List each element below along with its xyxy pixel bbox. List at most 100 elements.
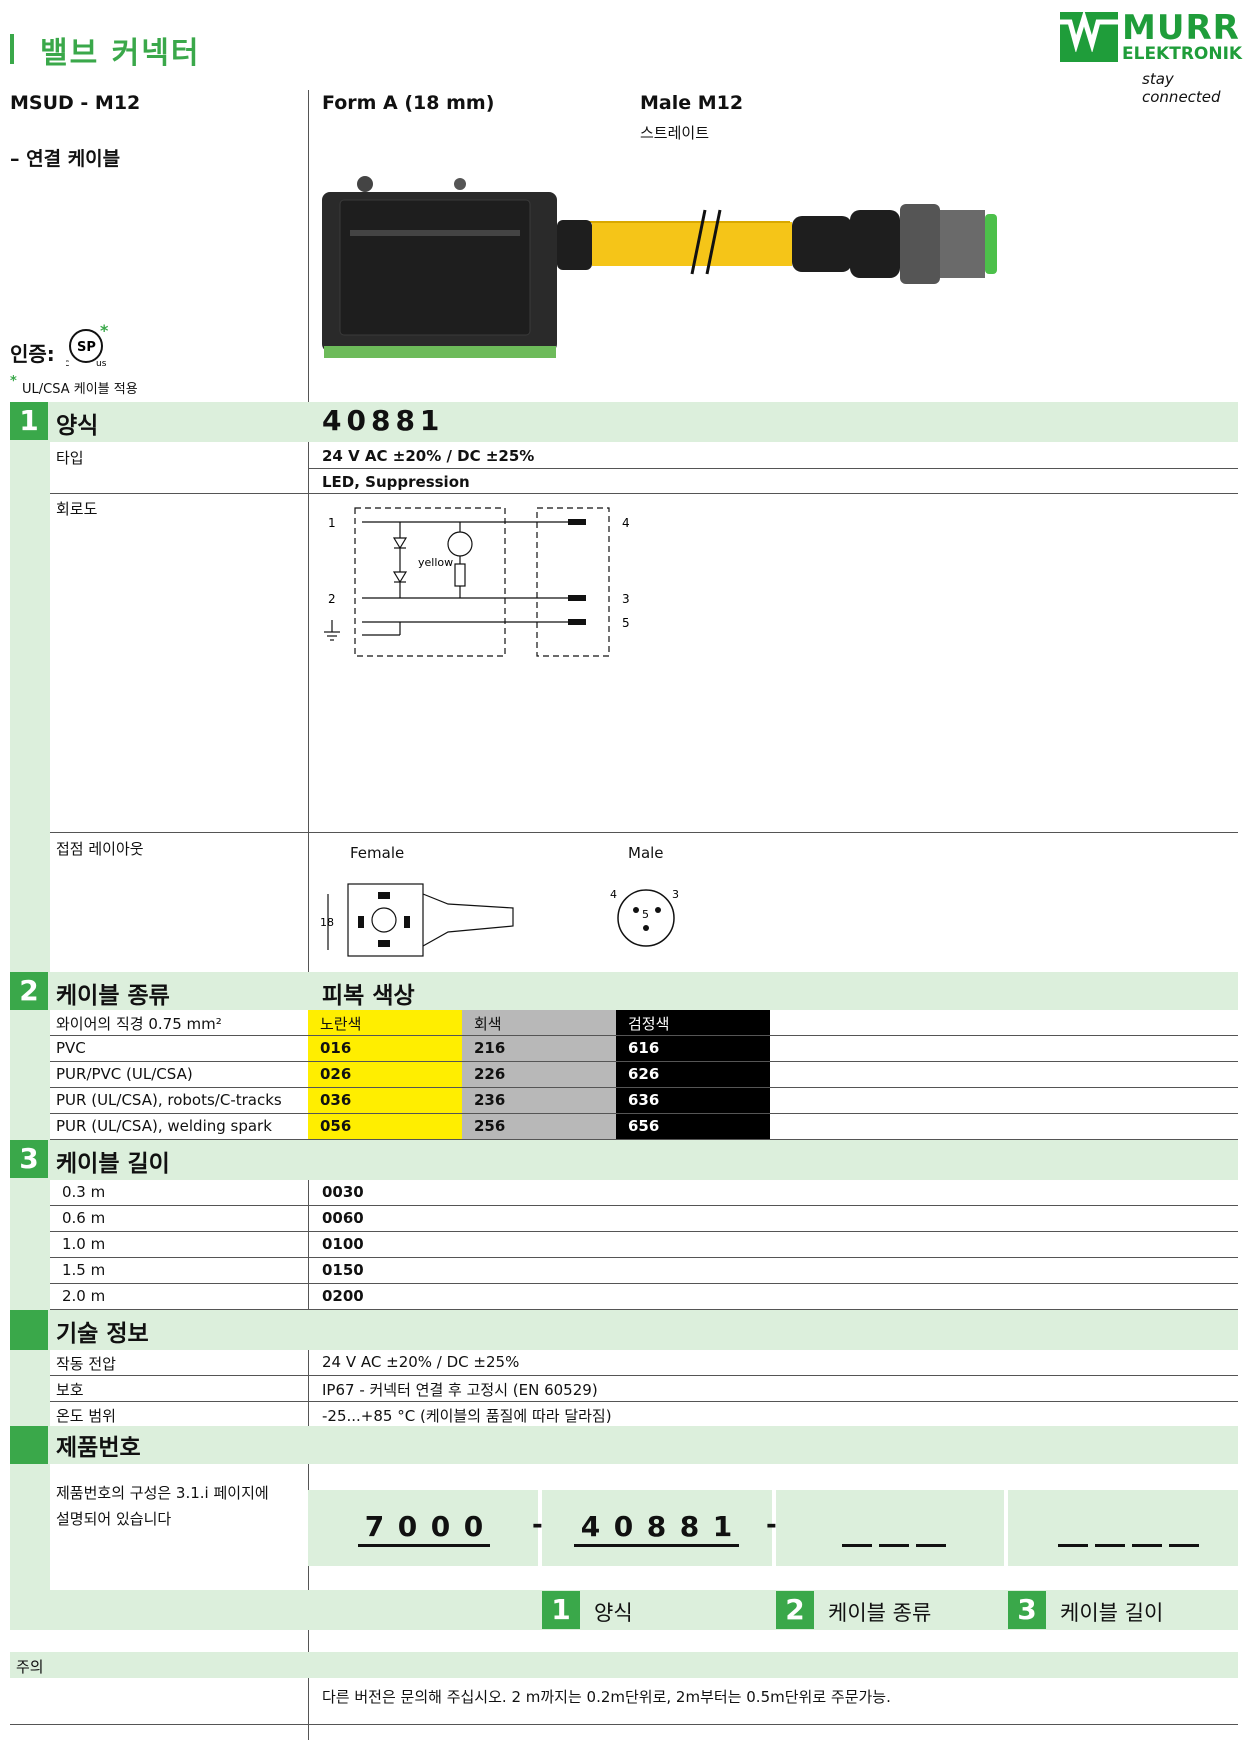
order-desc-2: 설명되어 있습니다 [56, 1510, 172, 1528]
cert-note-star: * [10, 374, 17, 389]
csa-cert-icon: SP c us * [66, 322, 109, 368]
length-label: 1.0 m [62, 1235, 106, 1253]
section1-code: 40881 [322, 404, 445, 437]
section2-side [10, 1010, 50, 1140]
svg-text:SP: SP [77, 340, 96, 355]
order-code-box-4 [1008, 1490, 1238, 1566]
color-code-cell: 216 [474, 1039, 506, 1057]
logo-sub: ELEKTRONIK [1122, 44, 1243, 64]
color-header-cell: 검정색 [628, 1015, 670, 1033]
cable-type-label: PVC [56, 1039, 86, 1057]
color-cell-bg [308, 1088, 462, 1114]
cable-product-image [322, 176, 997, 358]
circuit-pin1: 1 [328, 516, 336, 530]
order-digit: 8 [673, 1510, 706, 1547]
color-cell-bg [462, 1062, 616, 1088]
section3-title: 케이블 길이 [56, 1151, 170, 1177]
type-value-2: LED, Suppression [322, 473, 470, 491]
color-code-cell: 226 [474, 1065, 506, 1083]
tech-marker [10, 1310, 48, 1350]
legend-number-3: 3 [1008, 1591, 1046, 1629]
color-header-cell: 회색 [474, 1015, 502, 1033]
color-code-cell: 656 [628, 1117, 660, 1135]
order-code-box-3 [776, 1490, 1004, 1566]
length-code: 0060 [322, 1209, 364, 1227]
color-cell-bg [616, 1036, 770, 1062]
color-cell-bg [462, 1010, 616, 1036]
blank-slot [916, 1514, 946, 1547]
legend-number-2: 2 [776, 1591, 814, 1629]
order-title: 제품번호 [56, 1435, 141, 1461]
legend-label-3: 케이블 길이 [1060, 1601, 1164, 1625]
murr-logo-icon [1060, 12, 1118, 62]
tech-side [10, 1350, 50, 1426]
length-label: 0.6 m [62, 1209, 106, 1227]
male-pin3: 3 [672, 888, 679, 901]
color-cell-bg [616, 1010, 770, 1036]
section1-title: 양식 [56, 413, 99, 439]
tech-label: 보호 [56, 1381, 84, 1399]
length-label: 0.3 m [62, 1183, 106, 1201]
row-divider [50, 1283, 1238, 1284]
male-pin5: 5 [642, 908, 649, 921]
row-divider [50, 1309, 1238, 1310]
title-bar-accent [10, 34, 14, 64]
color-code-cell: 236 [474, 1091, 506, 1109]
male-pin4: 4 [610, 888, 617, 901]
color-code-cell: 256 [474, 1117, 506, 1135]
cable-type-label: PUR (UL/CSA), welding spark [56, 1117, 272, 1135]
color-cell-bg [616, 1114, 770, 1140]
order-digit: 1 [706, 1510, 739, 1547]
blank-slot [1058, 1514, 1088, 1547]
order-desc-1: 제품번호의 구성은 3.1.i 페이지에 [56, 1484, 269, 1502]
row-divider [50, 1205, 1238, 1206]
legend-number-1: 1 [542, 1591, 580, 1629]
order-digit: 0 [607, 1510, 640, 1547]
cable-type-label: PUR/PVC (UL/CSA) [56, 1065, 193, 1083]
cable-type-label: PUR (UL/CSA), robots/C-tracks [56, 1091, 282, 1109]
circuit-pin4: 4 [622, 516, 630, 530]
row-divider [50, 1061, 1238, 1062]
row-divider [50, 1231, 1238, 1232]
order-header-bg [10, 1426, 1238, 1464]
section3-number: 3 [10, 1140, 48, 1178]
tech-value: 24 V AC ±20% / DC ±25% [322, 1353, 520, 1371]
circuit-pin5: 5 [622, 616, 630, 630]
blank-slot [879, 1514, 909, 1547]
section2-title: 케이블 종류 [56, 983, 170, 1009]
note-text: 다른 버전은 문의해 주십시오. 2 m까지는 0.2m단위로, 2m부터는 0… [322, 1688, 891, 1706]
circuit-diagram: 1 2 4 3 5 yellow [324, 507, 630, 657]
page-title: 밸브 커넥터 [40, 36, 201, 71]
row-divider [50, 1035, 1238, 1036]
order-dash-2: - [766, 1510, 777, 1540]
male-layout-label: Male [628, 844, 664, 862]
length-label: 2.0 m [62, 1287, 106, 1305]
order-digit: 0 [457, 1510, 490, 1547]
note-bg [10, 1652, 1238, 1678]
type-value-1: 24 V AC ±20% / DC ±25% [322, 447, 535, 465]
order-side [10, 1464, 50, 1590]
length-code: 0100 [322, 1235, 364, 1253]
tech-header-bg [10, 1310, 1238, 1350]
order-blank-cable [842, 1514, 953, 1551]
color-cell-bg [308, 1036, 462, 1062]
tech-title: 기술 정보 [56, 1321, 149, 1347]
order-digit: 8 [640, 1510, 673, 1547]
length-label: 1.5 m [62, 1261, 106, 1279]
blank-slot [1169, 1514, 1199, 1547]
row-divider [50, 1257, 1238, 1258]
legend-label-1: 양식 [594, 1601, 633, 1625]
female-layout-drawing: 18 [320, 883, 514, 957]
csa-us-text: us [96, 359, 107, 368]
cert-note: UL/CSA 케이블 적용 [22, 382, 138, 397]
color-cell-bg [308, 1114, 462, 1140]
color-code-cell: 626 [628, 1065, 660, 1083]
order-blank-length [1058, 1514, 1206, 1551]
note-label: 주의 [16, 1658, 44, 1676]
csa-c-text: c [66, 358, 70, 368]
section2-header-bg [10, 972, 1238, 1010]
color-code-cell: 016 [320, 1039, 352, 1057]
tech-label: 작동 전압 [56, 1355, 116, 1373]
